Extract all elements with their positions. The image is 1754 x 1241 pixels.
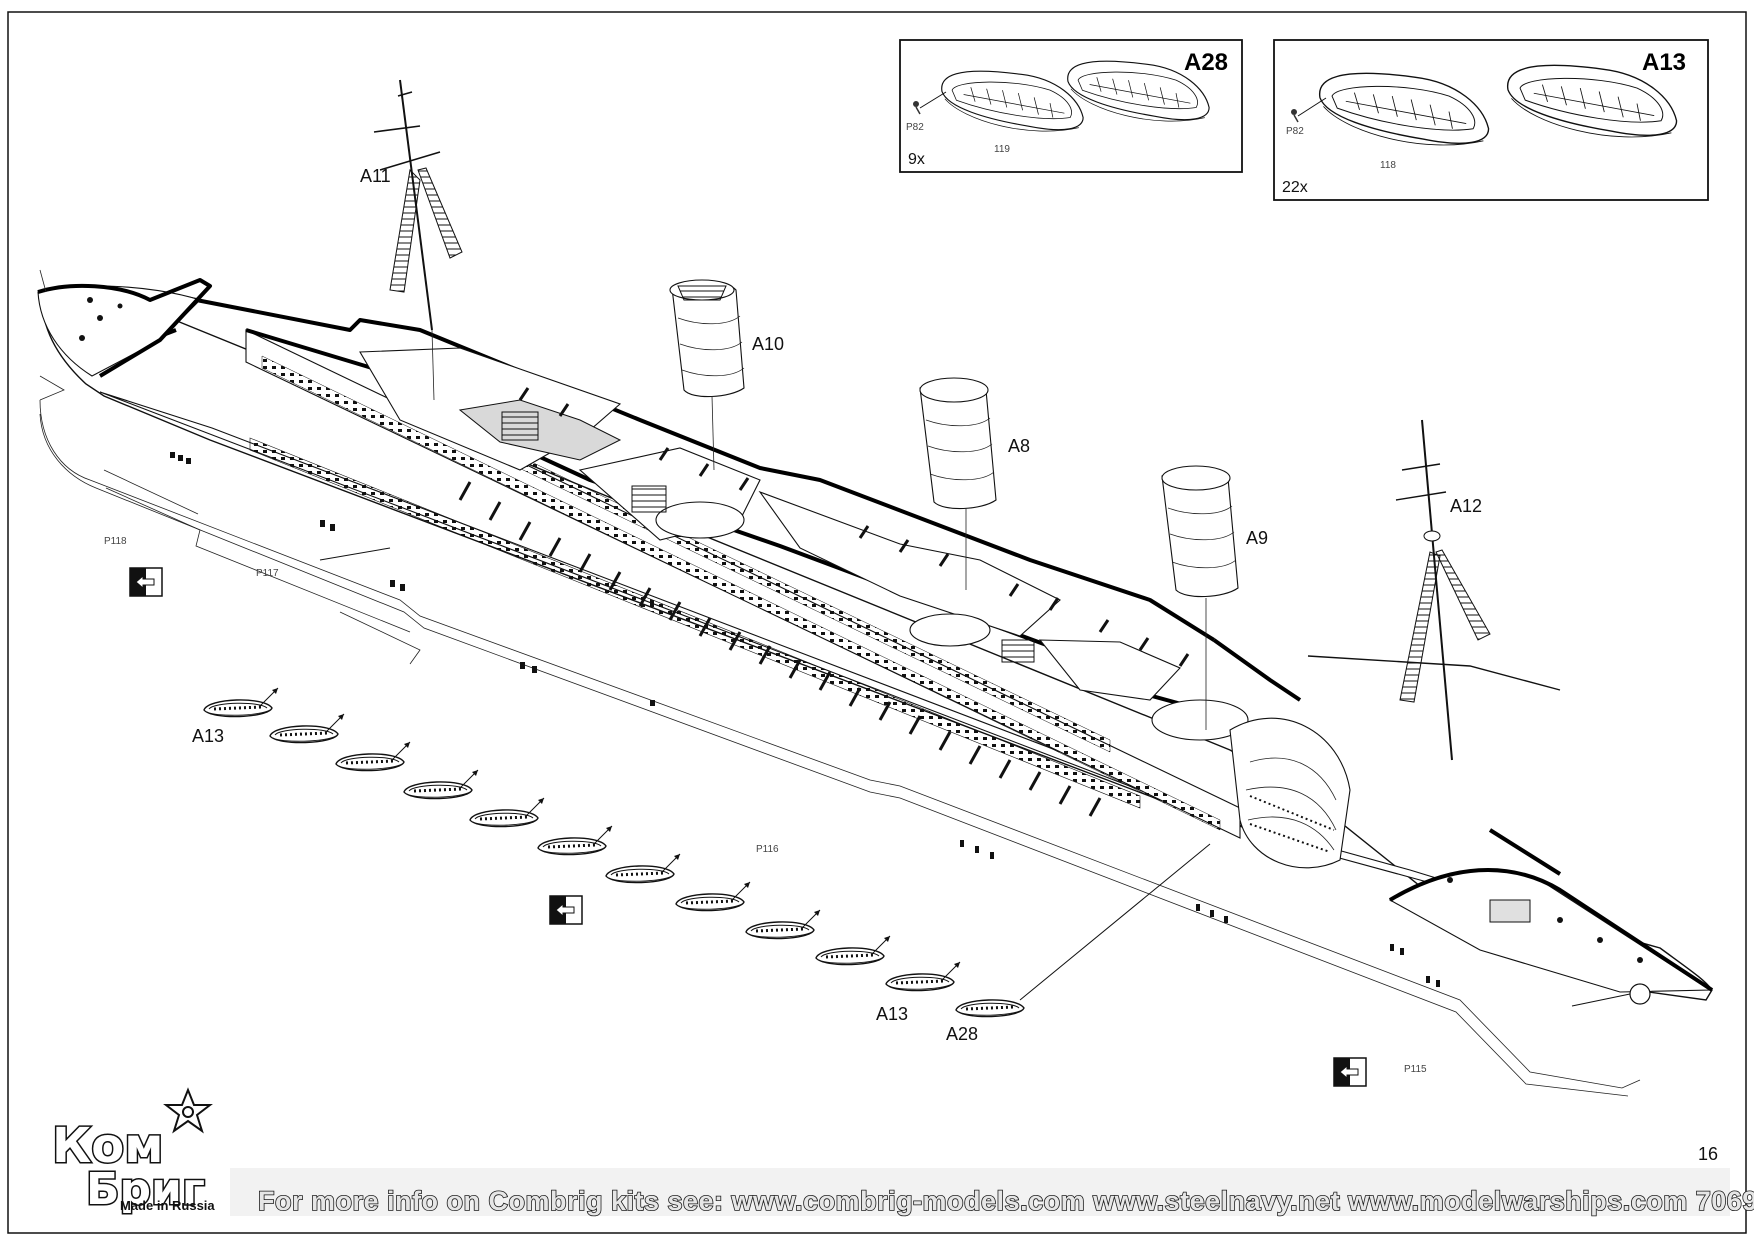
funnel-a8: A8 (919, 377, 1030, 590)
part-label-p115: P115 (1404, 1064, 1427, 1075)
glue-icon (1291, 109, 1299, 123)
stern-deck (1388, 828, 1714, 1007)
lifeboat-icon (536, 836, 608, 857)
lifeboat-icon (744, 920, 816, 941)
label-a12: A12 (1450, 496, 1482, 516)
brand-top: Ком (52, 1118, 163, 1174)
label-a13-top: A13 (192, 726, 224, 746)
lifeboat-icon (674, 892, 746, 913)
lifeboat-icon (468, 808, 540, 829)
detail-title-a28: A28 (1184, 49, 1228, 76)
label-a8: A8 (1008, 436, 1030, 456)
made-in-russia: Made in Russia (120, 1198, 215, 1213)
mast-a12: A12 (1307, 419, 1561, 761)
part-label-p118: P118 (104, 536, 127, 547)
lifeboat-row: A13 A13 A28 (192, 687, 1211, 1044)
propeller-detail (1629, 983, 1651, 1005)
glue-icon (913, 101, 921, 115)
detail-box-a28: A28 9x P82 119 (899, 39, 1243, 173)
lifeboat-icon (814, 946, 886, 967)
superstructure (149, 296, 1351, 869)
arrow-direction-icon (1333, 1057, 1367, 1087)
label-a9: A9 (1246, 528, 1268, 548)
footer-info-text: For more info on Combrig kits see: www.c… (258, 1186, 1754, 1216)
funnel-a10: A10 (669, 279, 784, 471)
glue-ref-a28: P82 (906, 122, 924, 133)
bow-forecastle (37, 269, 212, 378)
hull-lower-waterline (39, 375, 1641, 1097)
arrow-direction-icon (129, 567, 163, 597)
part-label-p117: P117 (256, 568, 279, 579)
funnel-a9: A9 (1161, 465, 1268, 730)
brand-bottom: Бриг (86, 1164, 205, 1215)
arrow-direction-icon (549, 895, 583, 925)
mast-a11: A11 (360, 79, 463, 401)
page-number: 16 (1698, 1144, 1718, 1164)
lifeboat-icon (334, 752, 406, 773)
detail-title-a13: A13 (1642, 49, 1686, 76)
footer-band (230, 1168, 1730, 1216)
quantity-a28: 9x (908, 151, 925, 168)
label-a13-bottom: A13 (876, 1004, 908, 1024)
part-label-p116: P116 (756, 844, 779, 855)
part-no-a28: 119 (994, 144, 1010, 155)
lifeboat-icon (268, 724, 340, 745)
lifeboat-icon (604, 864, 676, 885)
label-a11: A11 (360, 166, 391, 186)
lifeboat-icon (202, 698, 274, 719)
label-a10: A10 (752, 334, 784, 354)
part-no-a13: 118 (1380, 160, 1396, 171)
label-a28: A28 (946, 1024, 978, 1044)
lifeboat-icon (954, 998, 1026, 1019)
star-logo-icon (163, 1087, 213, 1134)
combrig-logo: Ком Бриг Made in Russia (51, 1087, 215, 1217)
detail-box-a13: A13 22x P82 118 (1273, 39, 1709, 201)
glue-ref-a13: P82 (1286, 126, 1304, 137)
page-border (7, 11, 1747, 1234)
lifeboat-icon (884, 972, 956, 993)
lifeboat-icon (402, 780, 474, 801)
quantity-a13: 22x (1282, 179, 1308, 196)
